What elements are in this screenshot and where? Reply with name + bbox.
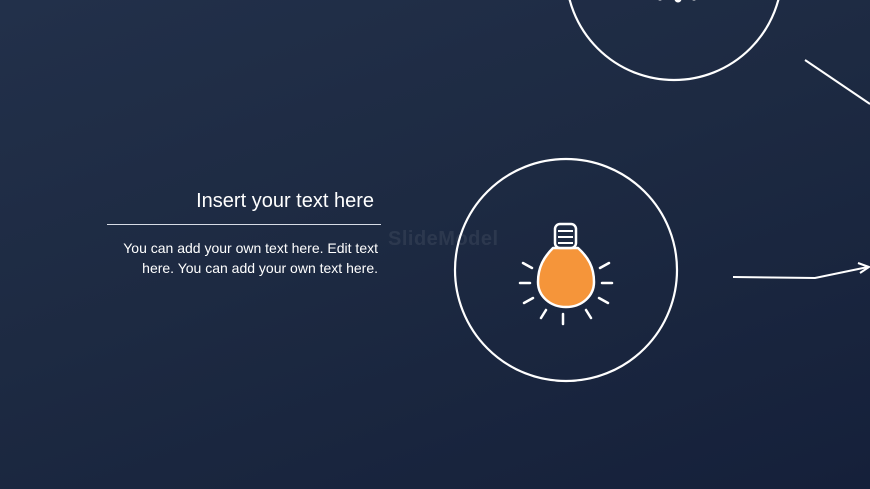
top-circle — [568, 0, 780, 82]
connector-arrow — [732, 266, 869, 280]
slide-heading[interactable]: Insert your text here — [196, 190, 374, 212]
watermark: SlideModel — [388, 228, 499, 250]
lightbulb-icon — [518, 222, 614, 326]
slide-body-text[interactable]: You can add your own text here. Edit tex… — [123, 240, 378, 276]
connector-line-top — [804, 59, 870, 105]
arrow-head — [857, 262, 870, 274]
main-circle — [453, 157, 679, 383]
top-circle-icon — [658, 0, 696, 3]
heading-divider — [107, 224, 381, 225]
